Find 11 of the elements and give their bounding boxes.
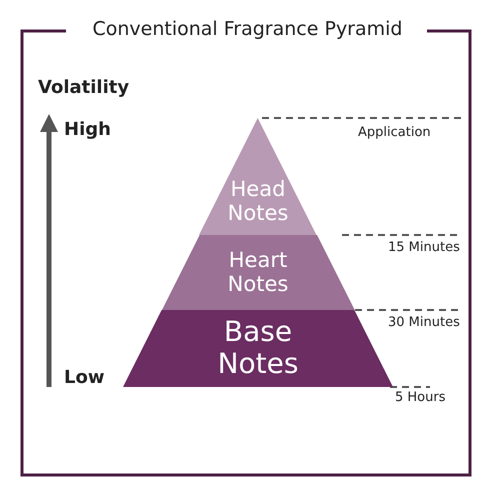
time-label: 30 Minutes [388,315,460,330]
layer-label: Base Notes [216,316,300,381]
layer-label: Heart Notes [226,248,290,297]
time-label: 15 Minutes [388,240,460,255]
time-label: Application [358,125,431,140]
layer-label: Head Notes [226,177,290,226]
title: Conventional Fragrance Pyramid [91,18,404,40]
axis-label: Low [64,367,104,388]
axis-title: Volatility [38,77,130,98]
axis-label: High [64,119,111,140]
time-label: 5 Hours [395,390,446,405]
